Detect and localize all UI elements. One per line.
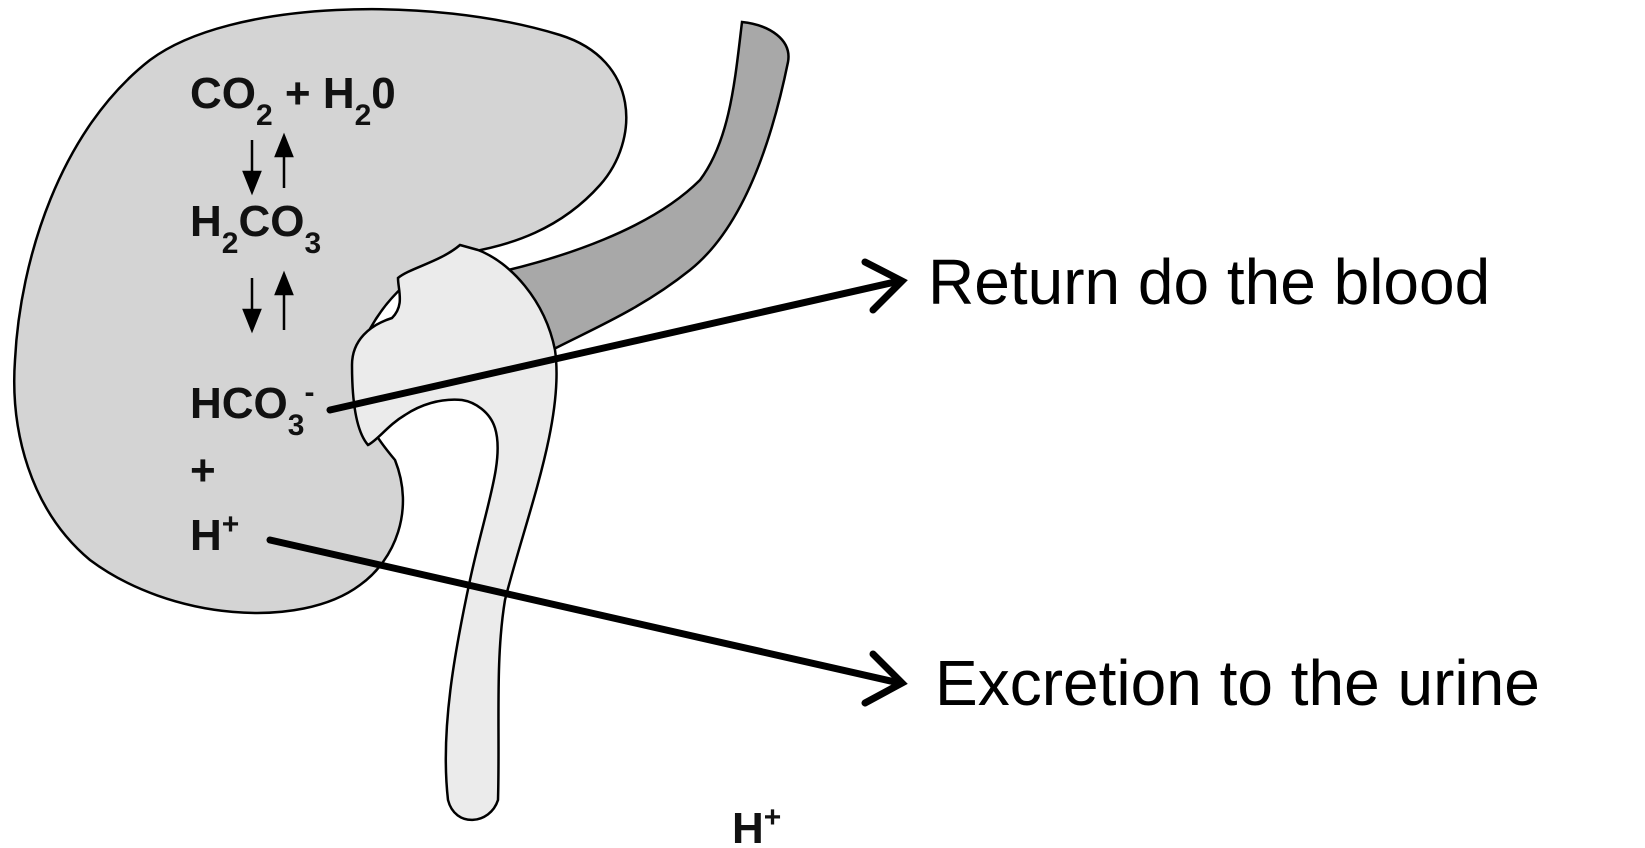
plus-sign: + [190,446,216,495]
urine-hydrogen-ion: H+ [732,801,781,848]
excretion-to-urine-label: Excretion to the urine [935,647,1540,719]
excretion-arrow [270,540,895,682]
return-to-blood-label: Return do the blood [928,246,1490,318]
